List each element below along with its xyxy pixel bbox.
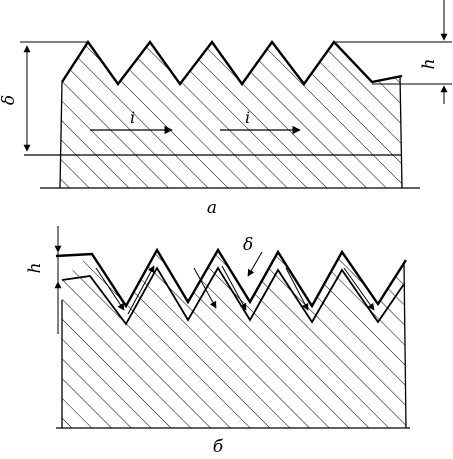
flow-arrow-6	[343, 267, 375, 311]
conductor-a-tooth-profile	[60, 39, 403, 87]
flow-arrow-4	[221, 265, 247, 311]
flow-arrow-2	[127, 265, 155, 315]
depth-b-label: h	[25, 263, 45, 274]
conductor-b-right-edge	[403, 261, 407, 429]
figure-a-caption: а	[207, 198, 217, 218]
conductor-a-right-edge	[399, 75, 403, 189]
current-label-2: i	[245, 108, 250, 127]
conductor-a-body	[60, 42, 402, 188]
thickness-b-leader	[247, 251, 263, 277]
flow-arrow-1	[95, 267, 125, 311]
conductor-b-tooth-profile	[55, 247, 408, 309]
current-label-1: i	[130, 108, 135, 127]
conductor-b-body	[62, 250, 406, 428]
thickness-label: δ	[0, 95, 19, 105]
flow-arrow-3	[193, 267, 217, 309]
figure-a: δ h i i а	[0, 0, 452, 218]
figure-b: h δ б	[25, 226, 410, 457]
thickness-b-label: δ	[243, 235, 253, 255]
figure-b-caption: б	[213, 437, 224, 457]
depth-label: h	[419, 59, 439, 70]
flow-arrow-5	[285, 267, 309, 311]
skin-layer-boundary	[61, 266, 405, 326]
conductor-a-left-edge	[59, 81, 63, 189]
